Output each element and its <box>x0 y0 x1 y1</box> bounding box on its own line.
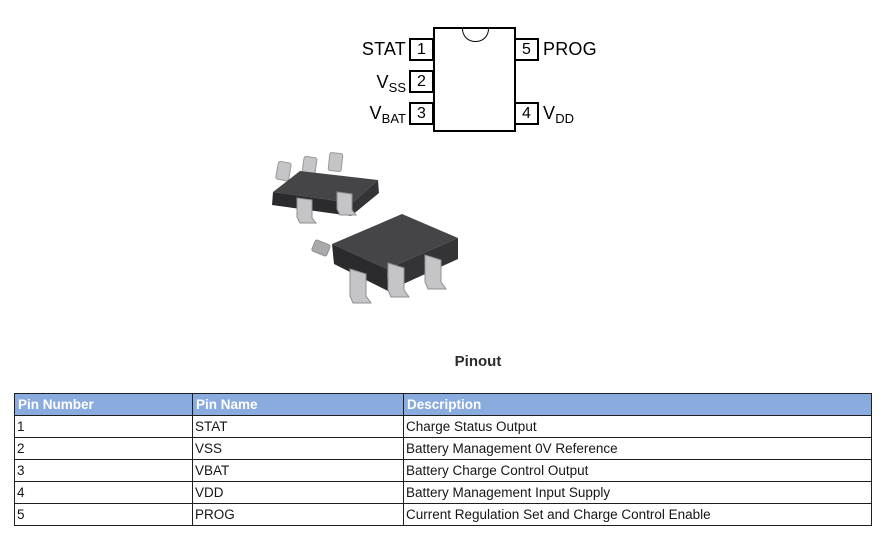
cell-pin-number: 5 <box>14 503 193 526</box>
pin-box-3: 3 <box>409 102 434 125</box>
pin-table: Pin Number Pin Name Description 1 STAT C… <box>14 393 872 526</box>
cell-pin-number: 1 <box>14 415 193 438</box>
pin-table-container: Pin Number Pin Name Description 1 STAT C… <box>14 393 872 526</box>
chip-lead <box>336 191 358 216</box>
pin-number: 5 <box>522 41 531 58</box>
pin-label-subscript: BAT <box>381 111 406 126</box>
table-row: 2 VSS Battery Management 0V Reference <box>14 437 872 460</box>
cell-pin-name: PROG <box>192 503 404 526</box>
table-row: 3 VBAT Battery Charge Control Output <box>14 459 872 482</box>
pin-label-vss: VSS <box>300 70 406 96</box>
chip-lead <box>387 262 410 298</box>
chip-render-right <box>311 214 458 304</box>
pin-label-text: PROG <box>543 39 597 59</box>
pin-label-vdd: VDD <box>543 101 574 127</box>
cell-pin-number: 3 <box>14 459 193 482</box>
pin-box-4: 4 <box>514 102 539 125</box>
cell-pin-name: VDD <box>192 481 404 504</box>
pin-label-subscript: SS <box>388 80 406 95</box>
pin-number: 1 <box>417 41 426 58</box>
chip-render-left <box>272 152 379 224</box>
pin-label-text: V <box>369 103 382 123</box>
chip-body-top <box>332 214 458 269</box>
pin-label-stat: STAT <box>300 37 406 63</box>
cell-description: Current Regulation Set and Charge Contro… <box>403 503 872 526</box>
pin-label-text: V <box>543 103 556 123</box>
chip-lead <box>424 254 447 290</box>
chip-body-front <box>332 244 388 291</box>
cell-description: Battery Management Input Supply <box>403 481 872 504</box>
cell-pin-name: VBAT <box>192 459 404 482</box>
chip-body-side <box>387 238 458 291</box>
chip-lead <box>275 160 292 182</box>
pinout-heading: Pinout <box>454 353 502 370</box>
cell-pin-number: 4 <box>14 481 193 504</box>
table-row: 4 VDD Battery Management Input Supply <box>14 481 872 504</box>
cell-description: Battery Charge Control Output <box>403 459 872 482</box>
col-header-pin-name: Pin Name <box>192 393 404 416</box>
pin-label-prog: PROG <box>543 37 597 63</box>
cell-pin-number: 2 <box>14 437 193 460</box>
cell-pin-name: VSS <box>192 437 404 460</box>
pin-label-subscript: DD <box>555 111 574 126</box>
ic-body-outline <box>433 27 516 132</box>
cell-pin-name: STAT <box>192 415 404 438</box>
pin-box-5: 5 <box>514 38 539 61</box>
table-header-row: Pin Number Pin Name Description <box>14 393 872 416</box>
pin-number: 4 <box>522 105 531 122</box>
package-photo <box>272 152 458 304</box>
col-header-pin-number: Pin Number <box>14 393 193 416</box>
cell-description: Battery Management 0V Reference <box>403 437 872 460</box>
table-row: 5 PROG Current Regulation Set and Charge… <box>14 503 872 526</box>
pin-label-vbat: VBAT <box>300 101 406 127</box>
cell-description: Charge Status Output <box>403 415 872 438</box>
pin1-notch <box>462 29 489 42</box>
chip-lead <box>296 197 318 224</box>
table-row: 1 STAT Charge Status Output <box>14 415 872 438</box>
col-header-description: Description <box>403 393 872 416</box>
pin-label-text: STAT <box>361 39 406 59</box>
pin-box-2: 2 <box>409 70 434 93</box>
pin-number: 3 <box>417 105 426 122</box>
chip-lead <box>327 152 344 172</box>
pin-box-1: 1 <box>409 38 434 61</box>
chip-lead <box>349 268 372 304</box>
pin-label-text: V <box>376 72 389 92</box>
chip-body-side <box>351 180 379 216</box>
chip-lead <box>311 239 331 257</box>
pin-number: 2 <box>417 73 426 90</box>
